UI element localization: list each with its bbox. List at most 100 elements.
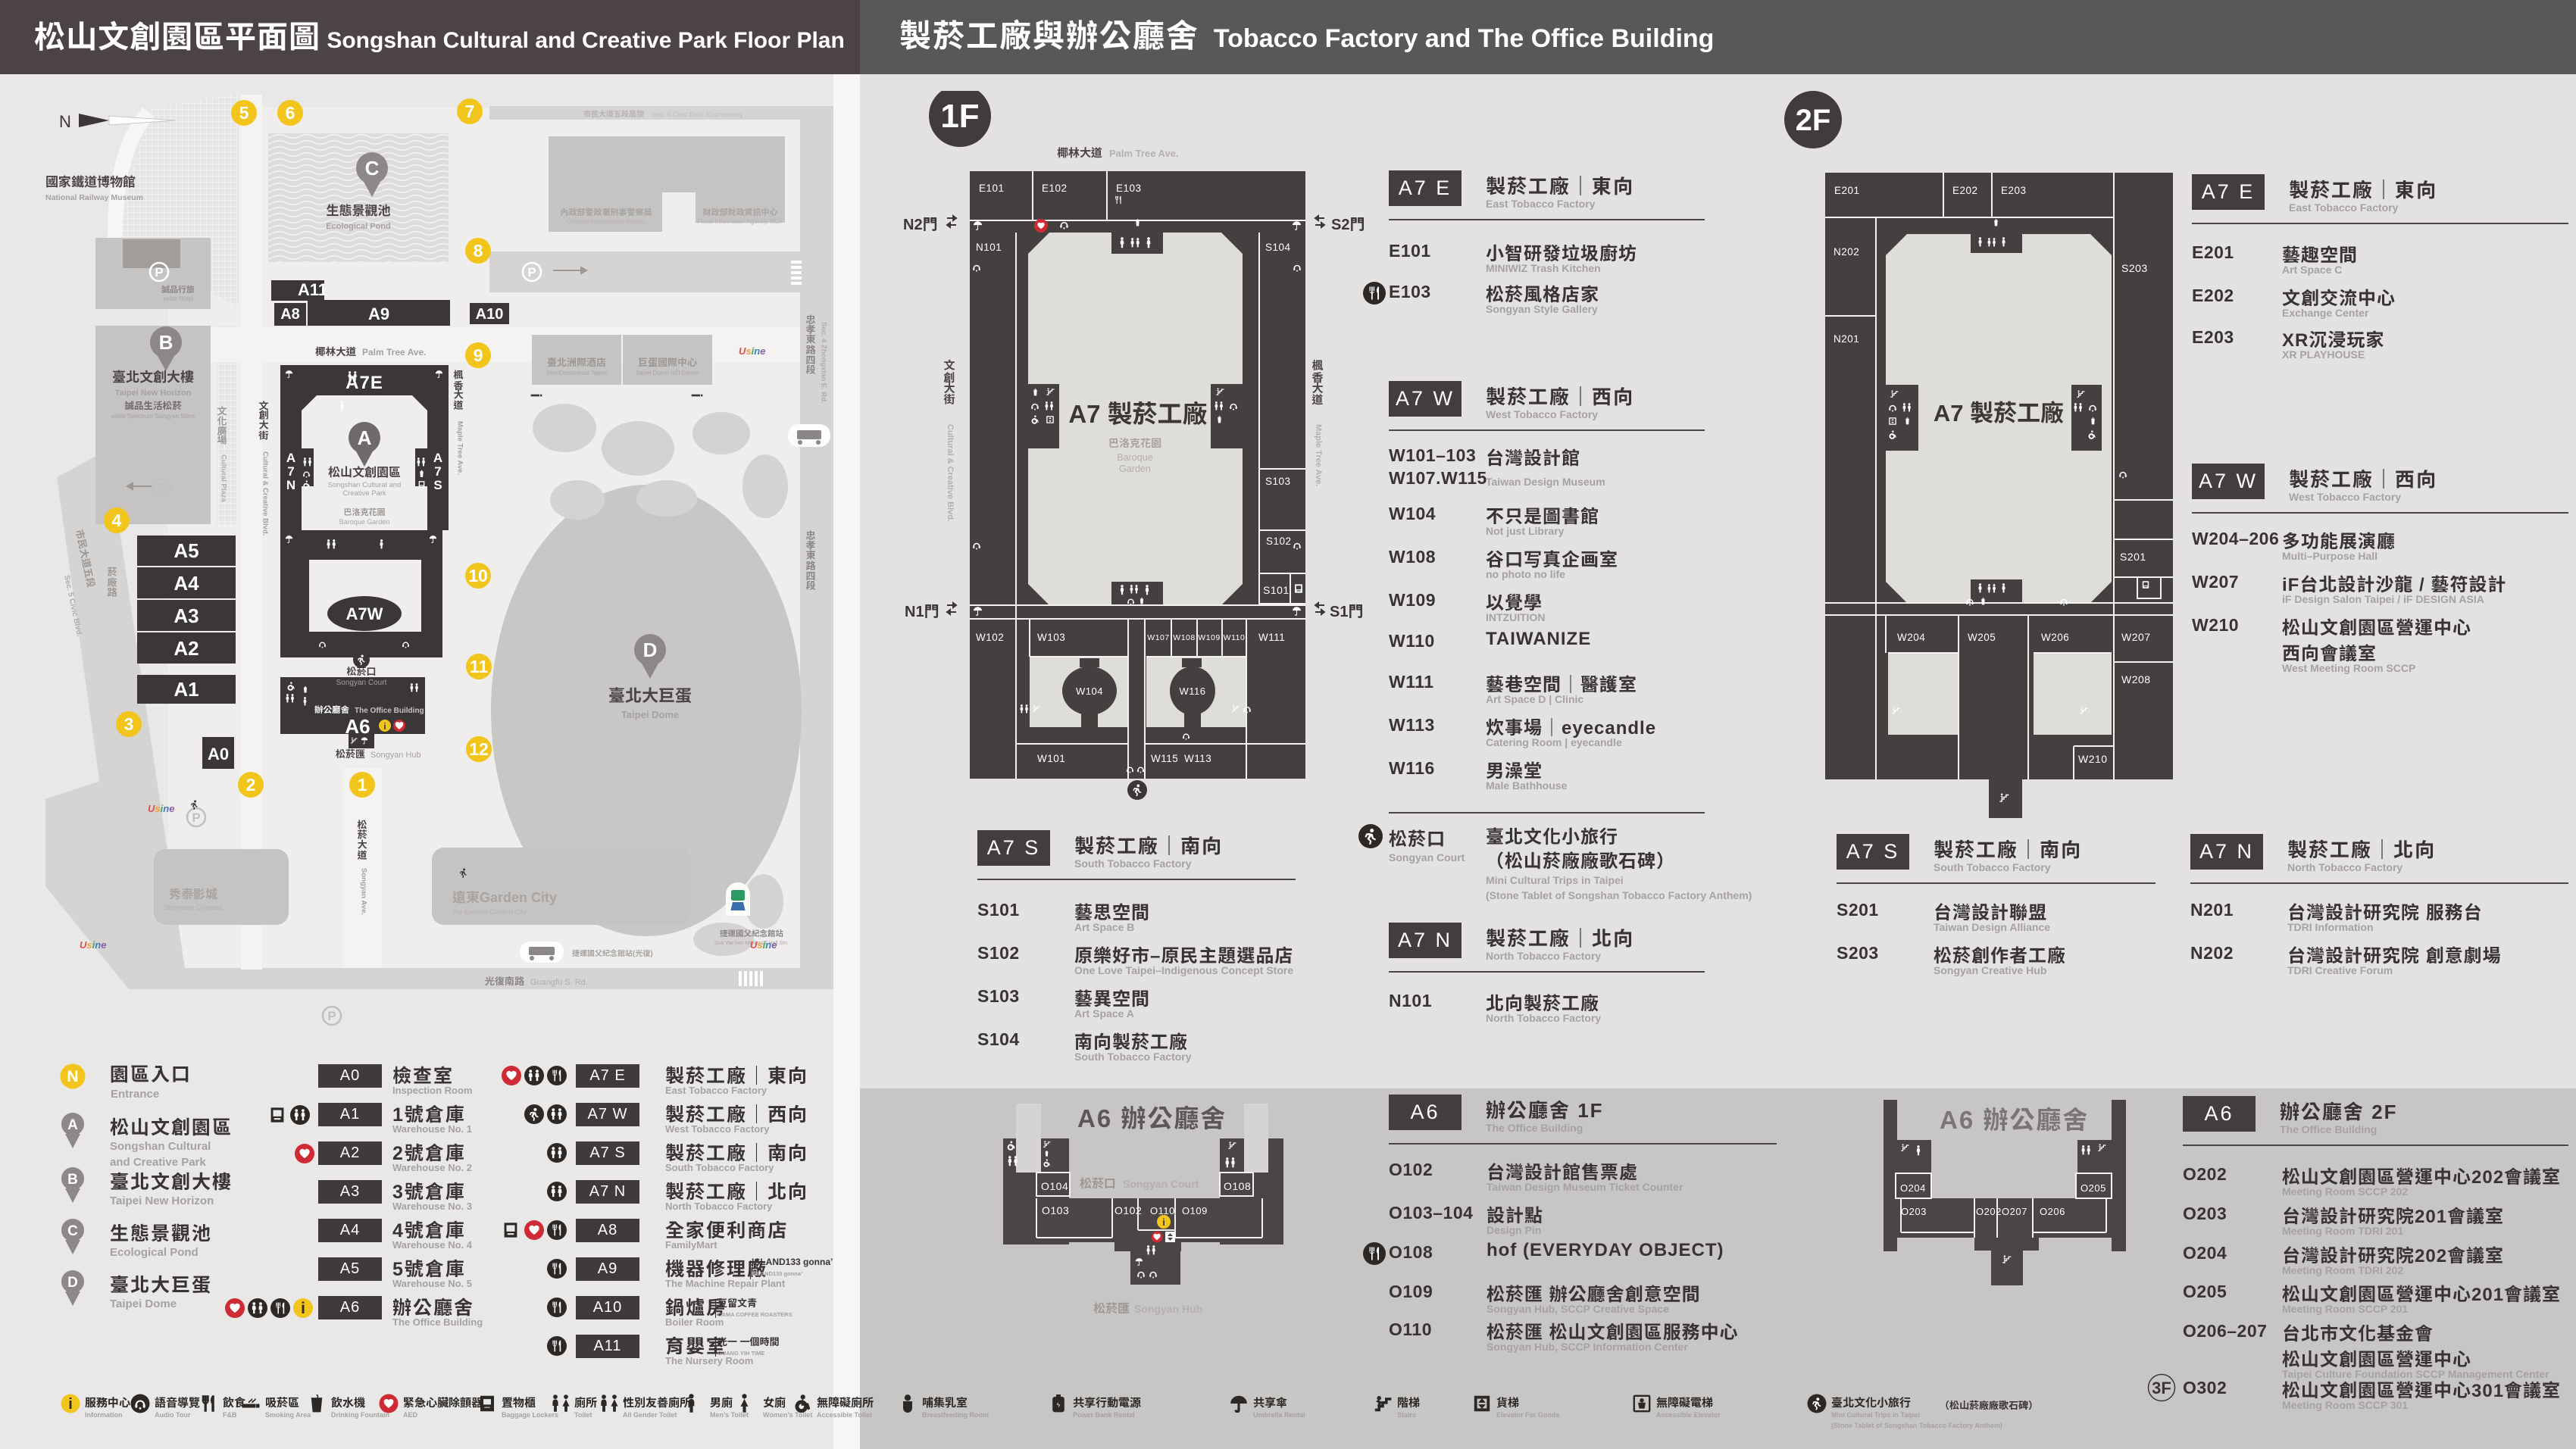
svg-text:文創大街: 文創大街 xyxy=(943,359,956,405)
svg-text:Taipei Dome: Taipei Dome xyxy=(621,709,679,720)
svg-text:i: i xyxy=(301,1300,305,1317)
svg-text:財政部財政資訊中心: 財政部財政資訊中心 xyxy=(703,208,778,217)
svg-text:松菸口: 松菸口 xyxy=(346,666,376,677)
svg-text:椰林大道: 椰林大道 xyxy=(315,346,356,358)
svg-text:7: 7 xyxy=(465,101,475,121)
svg-text:Songyan Court: Songyan Court xyxy=(336,679,387,687)
svg-text:O109: O109 xyxy=(1182,1205,1208,1216)
svg-text:National Railway Museum: National Railway Museum xyxy=(45,193,143,202)
svg-text:Songyan Hub: Songyan Hub xyxy=(1134,1303,1202,1315)
svg-text:N: N xyxy=(59,112,71,131)
svg-text:A: A xyxy=(358,426,372,449)
svg-text:E201: E201 xyxy=(1834,185,1860,196)
svg-text:巴洛克花園: 巴洛克花園 xyxy=(1108,437,1161,449)
svg-text:S1門: S1門 xyxy=(1330,604,1363,620)
svg-text:Maple Tree Ave.: Maple Tree Ave. xyxy=(1314,424,1323,486)
svg-text:O207: O207 xyxy=(2002,1206,2027,1217)
svg-text:W115: W115 xyxy=(1151,753,1178,764)
svg-text:Songyan Court: Songyan Court xyxy=(1123,1178,1199,1190)
svg-text:楓香大道: 楓香大道 xyxy=(452,370,464,411)
svg-text:S104: S104 xyxy=(1265,242,1291,253)
svg-text:A7W: A7W xyxy=(346,604,383,623)
svg-text:O104: O104 xyxy=(1041,1180,1068,1192)
svg-text:Taipei New Horizon: Taipei New Horizon xyxy=(115,389,192,398)
svg-text:2F: 2F xyxy=(1796,104,1831,137)
svg-text:Cultural & Creative Blvd.: Cultural & Creative Blvd. xyxy=(261,451,270,536)
svg-text:A7E: A7E xyxy=(345,373,383,393)
svg-text:S2門: S2門 xyxy=(1331,217,1364,233)
svg-text:Creative Park: Creative Park xyxy=(342,489,386,498)
svg-text:E102: E102 xyxy=(1042,183,1068,194)
svg-text:O202: O202 xyxy=(1976,1206,2002,1217)
svg-text:Palm Tree Ave.: Palm Tree Ave. xyxy=(362,347,427,358)
svg-text:W109: W109 xyxy=(1198,633,1220,642)
svg-text:D: D xyxy=(643,639,658,661)
svg-text:忠孝東路四段: 忠孝東路四段 xyxy=(805,530,816,591)
svg-text:W102: W102 xyxy=(976,632,1004,643)
svg-text:O102: O102 xyxy=(1114,1204,1142,1216)
svg-text:7: 7 xyxy=(287,464,294,479)
svg-text:捷運國父紀念館站: 捷運國父紀念館站 xyxy=(720,929,783,938)
svg-text:11: 11 xyxy=(470,657,489,676)
svg-text:光復南路: 光復南路 xyxy=(485,976,524,987)
svg-text:Usine: Usine xyxy=(750,939,777,951)
svg-text:S101: S101 xyxy=(1263,584,1290,596)
svg-text:W110: W110 xyxy=(1224,633,1246,642)
svg-text:N: N xyxy=(286,478,295,492)
svg-text:Maple Tree Ave.: Maple Tree Ave. xyxy=(456,421,464,475)
svg-text:W210: W210 xyxy=(2078,753,2108,765)
svg-text:B: B xyxy=(159,331,174,354)
svg-text:D: D xyxy=(67,1275,78,1291)
svg-text:Songyan Hub: Songyan Hub xyxy=(370,751,421,760)
svg-text:捷運國父紀念館站(光復): 捷運國父紀念館站(光復) xyxy=(571,949,653,958)
svg-text:N: N xyxy=(67,1068,78,1085)
svg-text:Ecological Pond: Ecological Pond xyxy=(326,222,391,231)
svg-text:i: i xyxy=(1162,1216,1165,1228)
svg-text:Sec. 4 Zhongxiao E. Rd.: Sec. 4 Zhongxiao E. Rd. xyxy=(820,322,828,404)
svg-text:松菸口: 松菸口 xyxy=(1080,1177,1116,1191)
svg-text:E203: E203 xyxy=(2001,185,2027,196)
svg-text:巴洛克花園: 巴洛克花園 xyxy=(344,507,386,517)
svg-text:O110: O110 xyxy=(1150,1205,1175,1216)
svg-text:誠品生活松菸: 誠品生活松菸 xyxy=(124,400,182,411)
svg-text:2: 2 xyxy=(246,775,256,795)
svg-text:臺北大巨蛋: 臺北大巨蛋 xyxy=(608,686,692,705)
svg-text:C: C xyxy=(67,1223,78,1239)
svg-text:4: 4 xyxy=(112,511,122,530)
svg-text:Baroque Garden: Baroque Garden xyxy=(339,518,390,526)
svg-text:A4: A4 xyxy=(174,572,199,595)
svg-text:W116: W116 xyxy=(1180,685,1206,697)
svg-text:A0: A0 xyxy=(208,745,229,764)
svg-text:Palm Tree Ave.: Palm Tree Ave. xyxy=(1109,148,1179,159)
svg-text:A10: A10 xyxy=(476,306,504,323)
svg-text:A6 辦公廳舍: A6 辦公廳舍 xyxy=(1077,1104,1227,1132)
svg-text:P: P xyxy=(192,810,200,825)
svg-text:A5: A5 xyxy=(174,539,199,562)
svg-text:A11: A11 xyxy=(298,280,327,299)
svg-text:A7 製菸工廠: A7 製菸工廠 xyxy=(1068,400,1207,428)
svg-text:E101: E101 xyxy=(979,183,1005,194)
svg-text:O103: O103 xyxy=(1042,1204,1069,1216)
svg-text:P: P xyxy=(155,265,163,279)
svg-text:O205: O205 xyxy=(2080,1182,2106,1194)
svg-text:10: 10 xyxy=(468,566,488,586)
svg-text:W108: W108 xyxy=(1173,633,1195,642)
svg-text:8: 8 xyxy=(474,241,483,261)
svg-text:S102: S102 xyxy=(1266,536,1292,547)
svg-text:E202: E202 xyxy=(1952,185,1978,196)
svg-text:松菸匯: 松菸匯 xyxy=(336,748,365,760)
svg-text:文化廣場: 文化廣場 xyxy=(216,405,227,445)
svg-text:1: 1 xyxy=(358,775,367,795)
svg-text:國家鐵道博物館: 國家鐵道博物館 xyxy=(45,175,136,189)
svg-text:S: S xyxy=(433,478,442,492)
svg-text:A: A xyxy=(286,451,295,465)
svg-text:Songyan Ave.: Songyan Ave. xyxy=(360,868,368,915)
svg-text:O206: O206 xyxy=(2040,1206,2065,1217)
svg-text:12: 12 xyxy=(469,739,489,759)
svg-text:O203: O203 xyxy=(1901,1206,1927,1217)
svg-text:P: P xyxy=(327,1009,336,1023)
svg-text:O108: O108 xyxy=(1224,1180,1251,1192)
svg-text:A6: A6 xyxy=(345,715,370,738)
svg-text:C: C xyxy=(365,157,380,180)
svg-text:W107: W107 xyxy=(1147,633,1169,642)
